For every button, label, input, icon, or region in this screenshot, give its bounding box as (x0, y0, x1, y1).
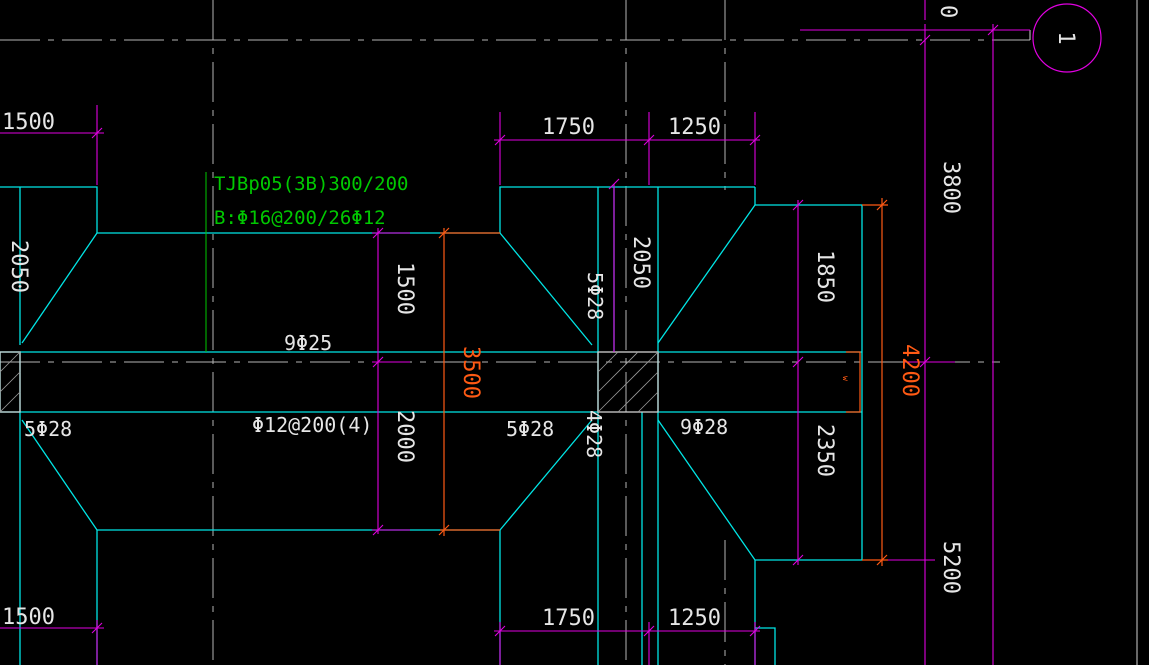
stirrups-label: Φ12@200(4) (252, 413, 372, 437)
axis-lines (0, 0, 1030, 665)
dim-col-vertical: 2050 (628, 236, 653, 289)
dim-left-bottom: 1500 (2, 605, 55, 630)
dim-far-upper: 3800 (938, 161, 963, 214)
dim-left-top: 1500 (2, 110, 55, 135)
dim-mid-bottom-b: 1250 (668, 606, 721, 631)
dim-left-vertical: 2050 (6, 240, 31, 293)
col-right-bars-label: 4Φ28 (582, 410, 606, 458)
mid-bars-label: 5Φ28 (506, 417, 554, 441)
frame-lines (1029, 0, 1138, 665)
beam-bottom-bars-label: B:Φ16@200/26Φ12 (214, 207, 386, 229)
beam-code-label: TJBp05(3B)300/200 (214, 173, 408, 195)
dim-mid-top-b: 1250 (668, 115, 721, 140)
foundation-outline (0, 186, 863, 665)
dim-right-lower: 2350 (812, 424, 837, 477)
clipped-label: 0 (935, 5, 960, 18)
dim-beam-lower: 2000 (392, 410, 417, 463)
drawing-text: 0 1500 1750 1250 1500 1750 1250 2050 150… (2, 5, 963, 631)
left-bars-label: 5Φ28 (24, 417, 72, 441)
dim-far-lower: 5200 (938, 541, 963, 594)
dim-mid-top-a: 1750 (542, 115, 595, 140)
dimension-lines (0, 0, 1030, 665)
dim-beam-total: 3500 (458, 346, 483, 399)
orange-dimensions (438, 198, 888, 566)
grid-bubble-label: 1 (1053, 31, 1078, 44)
small-mark: w (841, 376, 850, 381)
top-bars-label: 9Φ25 (284, 331, 332, 355)
dim-right-upper: 1850 (812, 250, 837, 303)
dim-right-total: 4200 (897, 344, 922, 397)
col-left-bars-label: 5Φ28 (583, 272, 607, 320)
dim-mid-bottom-a: 1750 (542, 606, 595, 631)
dim-beam-upper: 1500 (392, 262, 417, 315)
right-bars-label: 9Φ28 (680, 415, 728, 439)
column-hatch (0, 351, 659, 413)
grid-bubble[interactable]: 1 (1032, 3, 1102, 73)
